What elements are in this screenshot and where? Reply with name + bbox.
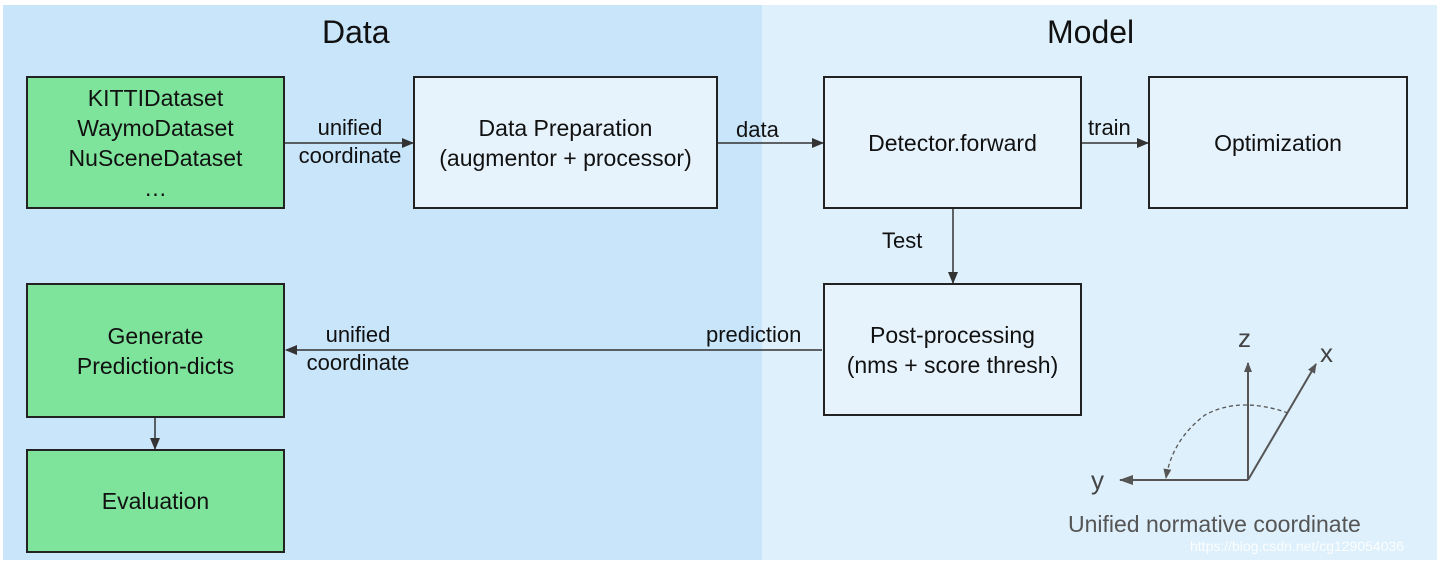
label-unified-coordinate-bottom: unified coordinate (300, 321, 416, 377)
x-axis (1247, 363, 1317, 481)
data-prep-title: Data Preparation (478, 114, 653, 141)
post-processing-box: Post-processing (nms + score thresh) (823, 283, 1082, 416)
optimization-box: Optimization (1148, 76, 1408, 209)
generate-prediction-dicts-box: Generate Prediction-dicts (26, 283, 285, 418)
detector-title: Detector.forward (868, 129, 1037, 156)
dataset-waymo: WaymoDataset (77, 114, 234, 141)
data-panel-title: Data (322, 14, 390, 50)
label-prediction: prediction (706, 322, 802, 347)
rotation-arc (1163, 404, 1289, 479)
label-unified-top: unified (317, 115, 383, 140)
data-preparation-box: Data Preparation (augmentor + processor) (413, 76, 718, 209)
optimization-title: Optimization (1214, 129, 1342, 156)
label-coordinate-top: coordinate (298, 143, 402, 168)
postproc-title: Post-processing (870, 321, 1035, 348)
watermark: https://blog.csdn.net/cg129054036 (1190, 538, 1405, 554)
label-data: data (736, 117, 779, 142)
label-unified-coordinate-top: unified coordinate (293, 114, 407, 170)
y-axis-label: y (1091, 465, 1104, 495)
dataset-kitti: KITTIDataset (87, 84, 224, 111)
detector-forward-box: Detector.forward (823, 76, 1082, 209)
data-prep-subtitle: (augmentor + processor) (439, 144, 692, 171)
label-train: train (1088, 115, 1131, 140)
coordinate-caption: Unified normative coordinate (1068, 511, 1361, 537)
label-test: Test (882, 228, 923, 253)
evaluation-title: Evaluation (101, 488, 210, 514)
datasets-box: KITTIDataset WaymoDataset NuSceneDataset… (26, 76, 285, 209)
z-axis-label: z (1238, 323, 1251, 353)
x-axis-label: x (1320, 338, 1333, 368)
model-panel-title: Model (1047, 14, 1135, 50)
label-coordinate-bottom: coordinate (306, 350, 410, 375)
dataset-ellipsis: … (143, 174, 167, 201)
label-unified-bottom: unified (325, 322, 391, 347)
generate-line-1: Generate (107, 322, 204, 349)
generate-line-2: Prediction-dicts (76, 352, 235, 379)
postproc-subtitle: (nms + score thresh) (846, 351, 1059, 378)
evaluation-box: Evaluation (26, 449, 285, 553)
dataset-nuscene: NuSceneDataset (68, 144, 243, 171)
